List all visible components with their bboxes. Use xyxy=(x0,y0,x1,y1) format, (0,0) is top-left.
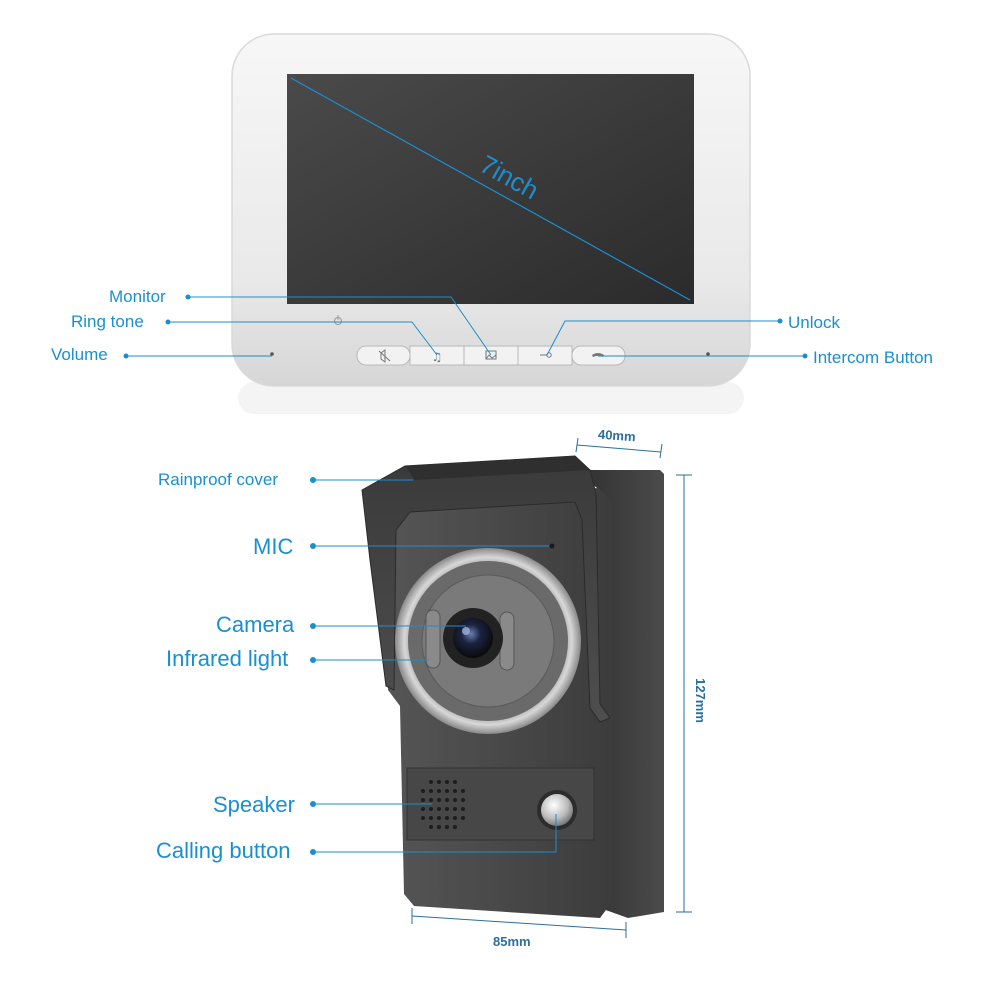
speaker-hole xyxy=(453,807,457,811)
indoor-monitor: 7inch ♫ xyxy=(123,33,808,414)
speaker-hole xyxy=(445,807,449,811)
mic-hole xyxy=(549,543,555,549)
speaker-hole xyxy=(429,807,433,811)
label-intercom: Intercom Button xyxy=(813,348,934,367)
monitor-leader-dots xyxy=(123,294,808,359)
lens-glint xyxy=(462,627,470,635)
housing-side xyxy=(572,470,664,918)
mute-icon xyxy=(378,349,391,363)
monitor-leaders xyxy=(126,296,805,357)
right-dot xyxy=(706,352,710,356)
camera-lens xyxy=(453,618,493,658)
speaker-hole xyxy=(461,798,465,802)
doorbell-leaders xyxy=(313,479,557,853)
speaker-hole xyxy=(437,780,441,784)
calling-button[interactable] xyxy=(541,794,573,826)
speaker-hole xyxy=(453,798,457,802)
label-camera: Camera xyxy=(216,612,295,637)
speaker-hole xyxy=(437,807,441,811)
dimension-height: 127mm xyxy=(692,678,708,723)
speaker-hole xyxy=(453,816,457,820)
speaker-hole xyxy=(461,807,465,811)
speaker-grille xyxy=(421,780,465,829)
speaker-hole xyxy=(453,789,457,793)
volume-dot xyxy=(270,352,274,356)
speaker-hole xyxy=(421,807,425,811)
speaker-hole xyxy=(429,798,433,802)
picture-icon xyxy=(485,350,497,360)
music-note-icon: ♫ xyxy=(432,350,443,364)
label-monitor: Monitor xyxy=(109,287,166,306)
monitor-reflection xyxy=(238,382,744,414)
label-mic: MIC xyxy=(253,534,294,559)
label-ring-tone: Ring tone xyxy=(71,312,144,331)
speaker-hole xyxy=(445,816,449,820)
dimension-depth: 40mm xyxy=(597,426,637,445)
speaker-hole xyxy=(429,825,433,829)
label-unlock: Unlock xyxy=(788,313,840,332)
monitor-button[interactable] xyxy=(463,345,519,366)
key-icon xyxy=(540,352,552,358)
label-rainproof-cover: Rainproof cover xyxy=(158,470,279,489)
label-calling-button: Calling button xyxy=(156,838,291,863)
speaker-hole xyxy=(421,798,425,802)
speaker-hole xyxy=(421,816,425,820)
doorbell-leader-dots xyxy=(310,477,316,855)
speaker-hole xyxy=(453,825,457,829)
speaker-hole xyxy=(453,780,457,784)
speaker-hole xyxy=(445,798,449,802)
screen-diagonal xyxy=(290,77,691,301)
label-infrared-light: Infrared light xyxy=(166,646,289,671)
monitor-button-strip: ♫ xyxy=(356,345,626,366)
dimension-lines xyxy=(411,437,692,938)
outdoor-doorbell xyxy=(310,437,692,938)
speaker-hole xyxy=(445,789,449,793)
speaker-hole xyxy=(437,825,441,829)
dimension-width: 85mm xyxy=(493,934,531,949)
speaker-hole xyxy=(437,816,441,820)
speaker-hole xyxy=(445,825,449,829)
speaker-hole xyxy=(429,789,433,793)
speaker-hole xyxy=(437,798,441,802)
infrared-light-left xyxy=(425,609,441,669)
cover-top-ridge xyxy=(405,456,590,480)
speaker-hole xyxy=(461,789,465,793)
speaker-hole xyxy=(429,816,433,820)
label-speaker: Speaker xyxy=(213,792,295,817)
speaker-hole xyxy=(461,816,465,820)
speaker-hole xyxy=(429,780,433,784)
speaker-hole xyxy=(437,789,441,793)
speaker-hole xyxy=(421,789,425,793)
label-volume: Volume xyxy=(51,345,108,364)
speaker-hole xyxy=(445,780,449,784)
